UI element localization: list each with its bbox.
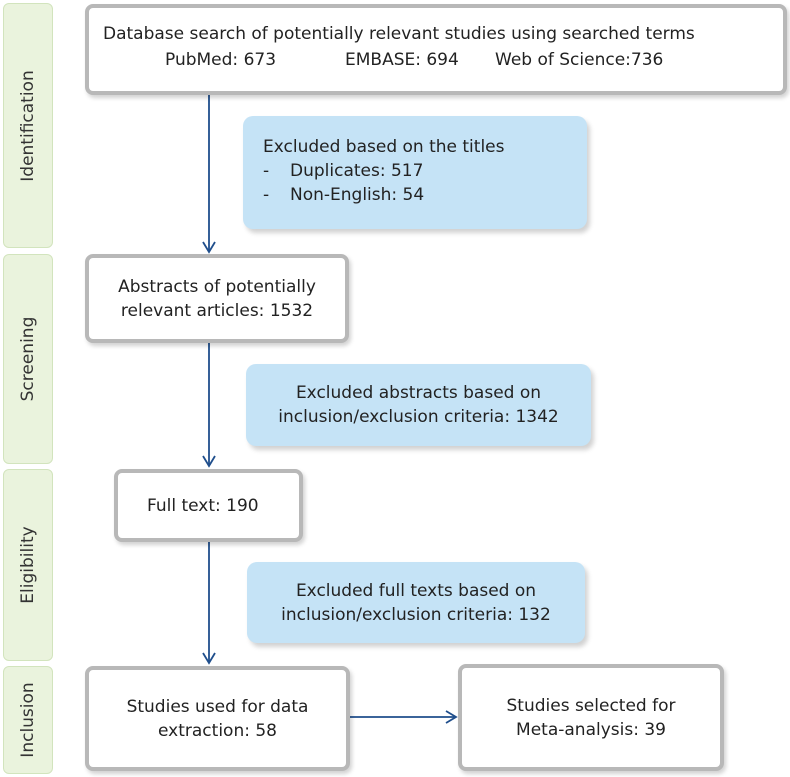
abstracts-box: Abstracts of potentially relevant articl… (85, 254, 349, 343)
wos-count: Web of Science:736 (495, 50, 664, 70)
abstracts-line1: Abstracts of potentially (118, 276, 316, 297)
abstracts-line2: relevant articles: 1532 (120, 300, 314, 321)
excluded-abstracts-box: Excluded abstracts based on inclusion/ex… (246, 364, 591, 446)
duplicates-count: Duplicates: 517 (290, 161, 424, 181)
database-search-title: Database search of potentially relevant … (103, 24, 695, 44)
excluded-titles-heading: Excluded based on the titles (263, 137, 505, 157)
excluded-titles-box: Excluded based on the titles - Duplicate… (243, 116, 587, 229)
excluded-full-texts-box: Excluded full texts based on inclusion/e… (247, 562, 585, 643)
excluded-full-texts-line1: Excluded full texts based on (295, 580, 537, 601)
studies-selected-line2: Meta-analysis: 39 (516, 719, 666, 740)
bullet-dash: - (263, 161, 270, 181)
bullet-dash: - (263, 185, 270, 205)
full-text-label: Full text: 190 (147, 495, 259, 516)
studies-used-line1: Studies used for data (126, 696, 309, 717)
studies-used-box: Studies used for data extraction: 58 (85, 666, 350, 771)
non-english-count: Non-English: 54 (290, 185, 425, 205)
excluded-abstracts-line2: inclusion/exclusion criteria: 1342 (278, 407, 559, 427)
full-text-box: Full text: 190 (114, 469, 303, 542)
list-item: - Non-English: 54 (263, 183, 587, 207)
studies-selected-box: Studies selected for Meta-analysis: 39 (458, 664, 724, 771)
studies-selected-line1: Studies selected for (506, 695, 676, 716)
database-search-box: Database search of potentially relevant … (85, 4, 787, 95)
database-counts: PubMed: 673 EMBASE: 694 Web of Science:7… (103, 48, 783, 72)
embase-count: EMBASE: 694 (345, 50, 459, 70)
excluded-full-texts-line2: inclusion/exclusion criteria: 132 (281, 604, 551, 625)
stage-eligibility: Eligibility (3, 469, 53, 661)
stage-identification: Identification (3, 3, 53, 248)
stage-inclusion: Inclusion (3, 666, 53, 774)
excluded-abstracts-line1: Excluded abstracts based on (295, 383, 542, 403)
pubmed-count: PubMed: 673 (165, 50, 277, 70)
stage-screening: Screening (3, 254, 53, 464)
studies-used-line2: extraction: 58 (158, 720, 277, 741)
list-item: - Duplicates: 517 (263, 159, 587, 183)
